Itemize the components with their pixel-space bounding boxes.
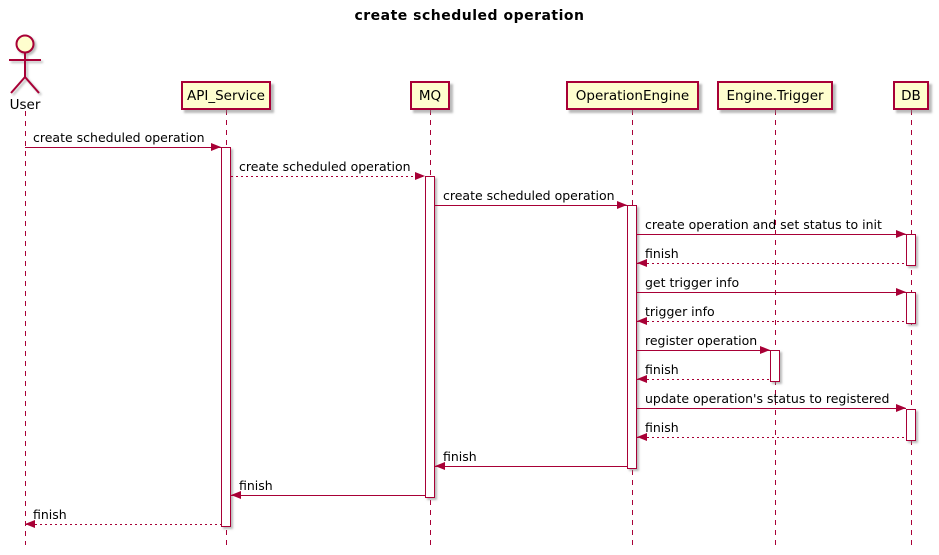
- message-finish-trigger: finish: [637, 362, 770, 385]
- lifeline-db: [911, 110, 912, 545]
- message-create-scheduled-operation-2: create scheduled operation: [231, 159, 425, 182]
- message-line: [435, 466, 627, 467]
- arrowhead-icon: [896, 230, 906, 238]
- participant-label: Engine.Trigger: [726, 87, 824, 104]
- message-line: [637, 292, 906, 293]
- message-line: [637, 437, 906, 438]
- participant-operation-engine: OperationEngine: [566, 81, 699, 110]
- arrowhead-icon: [25, 520, 35, 528]
- message-finish-db-2: finish: [637, 420, 906, 443]
- message-line: [637, 234, 906, 235]
- message-get-trigger-info: get trigger info: [637, 275, 906, 298]
- message-line: [25, 524, 221, 525]
- activation-mq: [425, 176, 435, 498]
- actor-label: User: [9, 97, 41, 113]
- lifeline-engine-trigger: [775, 110, 776, 545]
- message-label: trigger info: [645, 304, 715, 319]
- message-label: update operation's status to registered: [645, 391, 890, 406]
- message-line: [435, 205, 627, 206]
- message-label: finish: [645, 420, 679, 435]
- message-finish-to-mq: finish: [435, 449, 627, 472]
- arrowhead-icon: [231, 491, 241, 499]
- message-label: create scheduled operation: [239, 159, 411, 174]
- message-create-operation-set-status-init: create operation and set status to init: [637, 217, 906, 240]
- message-label: register operation: [645, 333, 758, 348]
- message-line: [637, 379, 770, 380]
- actor-icon: [9, 34, 41, 94]
- arrowhead-icon: [637, 317, 647, 325]
- arrowhead-icon: [896, 404, 906, 412]
- message-finish-to-user: finish: [25, 507, 221, 530]
- participant-api-service: API_Service: [181, 81, 271, 110]
- message-trigger-info: trigger info: [637, 304, 906, 327]
- message-label: finish: [645, 362, 679, 377]
- arrowhead-icon: [637, 375, 647, 383]
- arrowhead-icon: [211, 143, 221, 151]
- participant-engine-trigger: Engine.Trigger: [717, 81, 833, 110]
- message-create-scheduled-operation-1: create scheduled operation: [25, 130, 221, 153]
- arrowhead-icon: [760, 346, 770, 354]
- message-label: finish: [645, 246, 679, 261]
- activation-operation-engine: [627, 205, 637, 469]
- arrowhead-icon: [637, 433, 647, 441]
- message-line: [231, 176, 425, 177]
- message-label: create scheduled operation: [33, 130, 205, 145]
- actor-user: User: [3, 33, 47, 113]
- arrowhead-icon: [415, 172, 425, 180]
- message-finish-db-1: finish: [637, 246, 906, 269]
- message-update-operation-status-registered: update operation's status to registered: [637, 391, 906, 414]
- message-line: [637, 408, 906, 409]
- arrowhead-icon: [617, 201, 627, 209]
- activation-api-service: [221, 147, 231, 527]
- message-create-scheduled-operation-3: create scheduled operation: [435, 188, 627, 211]
- message-label: create scheduled operation: [443, 188, 615, 203]
- activation-engine-trigger: [770, 350, 780, 382]
- message-line: [637, 350, 770, 351]
- participant-label: API_Service: [186, 87, 265, 104]
- message-line: [637, 263, 906, 264]
- activation-db-3: [906, 409, 916, 441]
- message-line: [231, 495, 425, 496]
- message-finish-to-api-service: finish: [231, 478, 425, 501]
- diagram-title: create scheduled operation: [354, 8, 585, 24]
- message-line: [637, 321, 906, 322]
- arrowhead-icon: [896, 288, 906, 296]
- message-label: create operation and set status to init: [645, 217, 882, 232]
- message-line: [25, 147, 221, 148]
- activation-db-1: [906, 234, 916, 266]
- message-label: finish: [443, 449, 477, 464]
- arrowhead-icon: [637, 259, 647, 267]
- lifeline-user: [25, 111, 26, 545]
- participant-label: MQ: [418, 87, 442, 104]
- participant-mq: MQ: [410, 81, 450, 110]
- arrowhead-icon: [435, 462, 445, 470]
- message-label: finish: [239, 478, 273, 493]
- participant-label: DB: [901, 87, 921, 104]
- message-label: get trigger info: [645, 275, 740, 290]
- message-label: finish: [33, 507, 67, 522]
- participant-label: OperationEngine: [575, 87, 690, 104]
- message-register-operation: register operation: [637, 333, 770, 356]
- participant-db: DB: [893, 81, 929, 110]
- activation-db-2: [906, 292, 916, 324]
